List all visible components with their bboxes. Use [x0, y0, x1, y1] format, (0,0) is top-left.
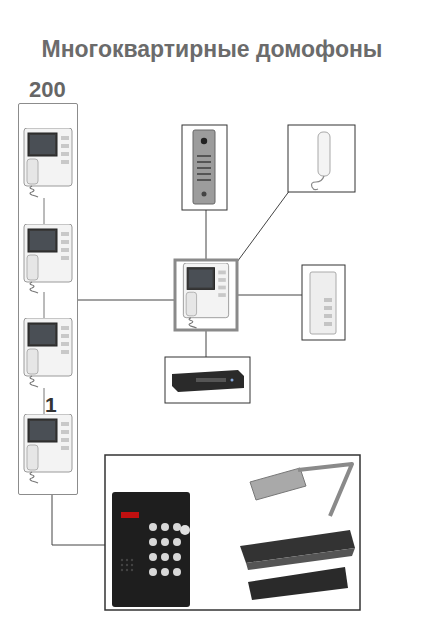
wire [206, 330, 207, 357]
monitor-link [44, 292, 45, 320]
index-label: 1 [45, 393, 57, 417]
door-closer [250, 468, 306, 500]
speaker-grille [197, 167, 211, 169]
apartment-monitor [24, 128, 72, 197]
unit-button [324, 298, 332, 302]
call-panel-frame [182, 125, 227, 210]
magnetic-lock-side [246, 548, 355, 570]
monitor-link [44, 388, 45, 416]
keypad-indicator [121, 512, 139, 518]
door-equipment-frame [105, 455, 360, 610]
speaker-grille [197, 155, 211, 157]
wire [237, 190, 290, 262]
audio-unit [310, 272, 336, 334]
central-monitor-frame [175, 260, 237, 330]
unit-button [324, 306, 332, 310]
handset-frame [288, 125, 355, 192]
wire [206, 210, 207, 260]
monitor-column: 2001 [18, 103, 78, 495]
wire [78, 300, 175, 301]
intercom-handset [318, 132, 330, 176]
apartment-monitor [24, 318, 72, 387]
keypad-speaker [121, 559, 133, 571]
dvr-recorder [172, 370, 244, 392]
speaker-grille [197, 179, 211, 181]
call-button [202, 192, 207, 197]
call-panel [193, 130, 215, 204]
count-label: 200 [29, 77, 66, 103]
apartment-monitor [24, 414, 72, 483]
dvr-frame [165, 357, 250, 403]
armature-plate [248, 567, 348, 600]
panel-frame [302, 265, 345, 340]
unit-button [324, 322, 332, 326]
apartment-monitor [24, 224, 72, 293]
key-reader [180, 525, 190, 535]
handset-cord [312, 176, 325, 190]
dvr-light [231, 379, 234, 382]
speaker-grille [197, 173, 211, 175]
diagram-title: Многоквартирные домофоны [0, 36, 424, 63]
unit-button [324, 314, 332, 318]
keypad-panel [112, 492, 190, 607]
camera-lens [201, 138, 207, 144]
central-monitor [183, 263, 228, 328]
monitor-link [44, 198, 45, 226]
closer-arm [298, 464, 352, 516]
wire [52, 495, 105, 545]
speaker-grille [197, 161, 211, 163]
wire [237, 295, 302, 296]
keypad-keys [149, 523, 181, 576]
dvr-front [196, 378, 226, 382]
